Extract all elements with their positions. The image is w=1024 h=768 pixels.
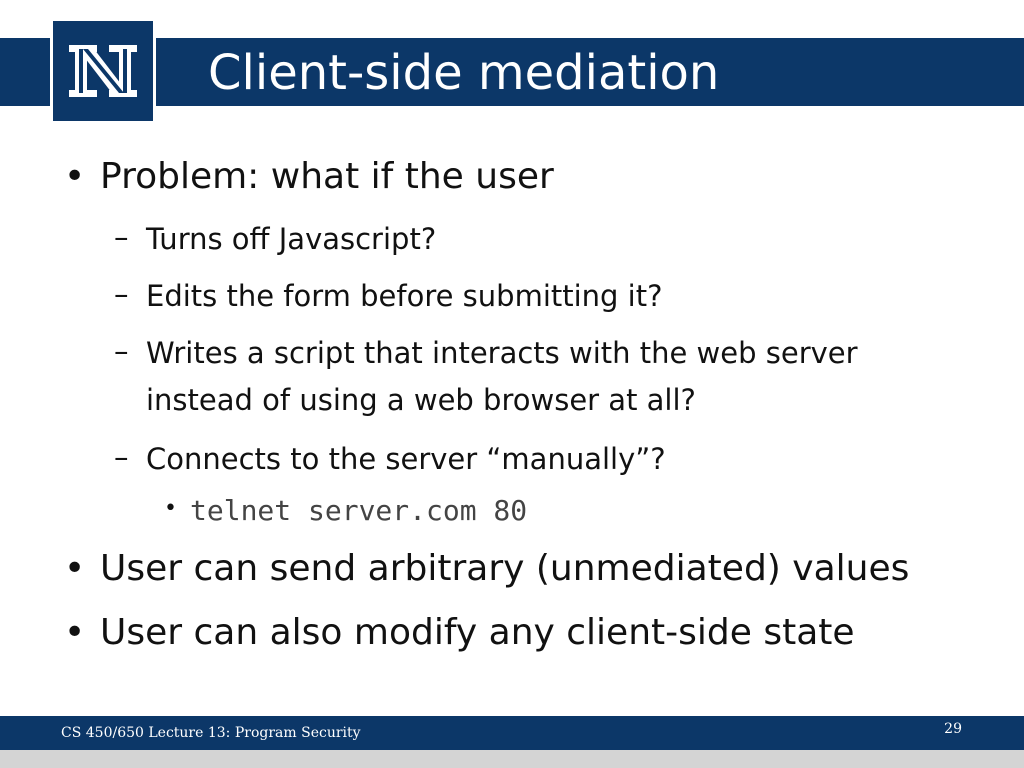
code-text: telnet server.com 80: [190, 494, 528, 527]
bottom-strip: [0, 750, 1024, 768]
bullet-marker: •: [64, 548, 86, 589]
slide-content: • Problem: what if the user – Turns off …: [64, 156, 910, 653]
dash-marker: –: [114, 440, 129, 474]
dash-marker: –: [114, 334, 129, 368]
sub-bullet-text-line-1: Writes a script that interacts with the …: [146, 336, 858, 370]
dash-marker: –: [114, 277, 129, 311]
bullet-marker: •: [64, 612, 86, 653]
bullet-marker: •: [64, 156, 86, 197]
bullet-text: User can also modify any client-side sta…: [100, 612, 855, 653]
footer-bar: CS 450/650 Lecture 13: Program Security …: [0, 716, 1024, 750]
slide-title: Client-side mediation: [208, 45, 720, 101]
sub-bullet-text-line-2: instead of using a web browser at all?: [146, 383, 696, 417]
footer-course-title: CS 450/650 Lecture 13: Program Security: [61, 725, 361, 741]
dash-marker: –: [114, 220, 129, 254]
page-number: 29: [944, 721, 962, 737]
university-n-logo-icon: [50, 18, 156, 124]
bullet-text: Problem: what if the user: [100, 156, 554, 197]
bullet-text: User can send arbitrary (unmediated) val…: [100, 548, 910, 589]
bullet-marker: •: [164, 496, 177, 521]
sub-bullet-text: Turns off Javascript?: [146, 222, 437, 256]
n-logo-icon: [69, 45, 137, 97]
sub-bullet-text: Edits the form before submitting it?: [146, 279, 663, 313]
sub-bullet-text: Connects to the server “manually”?: [146, 442, 666, 476]
title-bar: [0, 38, 1024, 106]
